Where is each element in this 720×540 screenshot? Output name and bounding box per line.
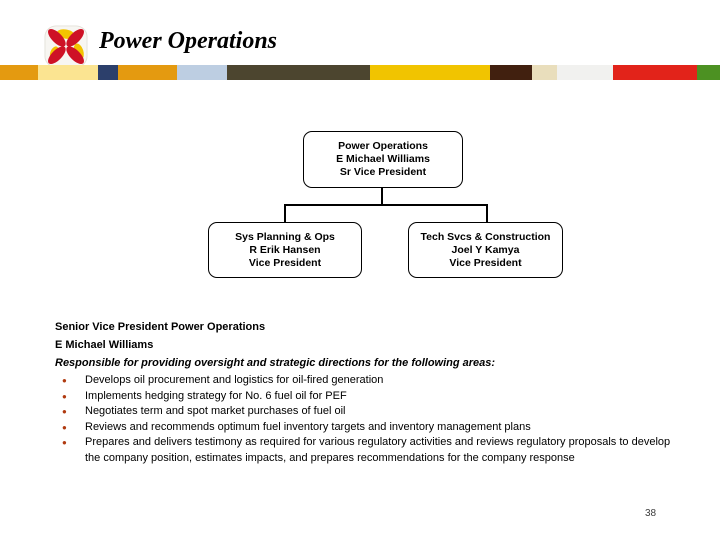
org-box-right-child: Tech Svcs & Construction Joel Y Kamya Vi… — [408, 222, 563, 278]
stripe-segment — [0, 65, 38, 80]
stripe-segment — [697, 65, 720, 80]
connector-right-vertical — [486, 205, 488, 223]
bullet-text: Reviews and recommends optimum fuel inve… — [85, 420, 531, 433]
stripe-segment — [557, 65, 613, 80]
stripe-segment — [532, 65, 557, 80]
description-intro: Responsible for providing oversight and … — [55, 357, 496, 369]
org-box-role: Sr Vice President — [339, 166, 427, 178]
org-box-left-child: Sys Planning & Ops R Erik Hansen Vice Pr… — [208, 222, 362, 278]
stripe-segment — [490, 65, 532, 80]
org-box-person: R Erik Hansen — [249, 243, 321, 256]
bullet-item: ● Negotiates term and spot market purchas… — [55, 404, 677, 420]
bullet-text: Implements hedging strategy for No. 6 fu… — [85, 389, 347, 402]
responsibility-list: ● Develops oil procurement and logistics … — [55, 373, 677, 466]
bullet-item: ● Develops oil procurement and logistics … — [55, 373, 677, 389]
bullet-text: Negotiates term and spot market purchase… — [85, 405, 346, 417]
org-box-title: Power Operations — [338, 140, 428, 152]
accent-stripe — [0, 65, 720, 80]
org-box-title: Sys Planning & Ops — [235, 230, 335, 243]
bullet-icon: ● — [62, 422, 67, 432]
description-person-name: E Michael Williams — [55, 339, 154, 351]
description-heading: Senior Vice President Power Operations — [55, 321, 266, 333]
bullet-icon: ● — [62, 407, 67, 416]
connector-horizontal — [284, 204, 488, 206]
connector-left-vertical — [284, 205, 286, 223]
bullet-icon: ● — [62, 376, 67, 385]
org-box-role: Vice President — [248, 256, 322, 269]
bullet-icon: ● — [62, 391, 67, 401]
bullet-item: ● Implements hedging strategy for No. 6 f… — [55, 389, 677, 405]
stripe-segment — [38, 65, 98, 80]
slide-title: Power Operations — [99, 28, 278, 54]
stripe-segment — [118, 65, 177, 80]
stripe-segment — [227, 65, 370, 80]
org-box-person: E Michael Williams — [336, 153, 430, 165]
bullet-text: Develops oil procurement and logistics f… — [85, 374, 384, 386]
org-box-person: Joel Y Kamya — [451, 243, 520, 256]
page-number: 38 — [645, 508, 657, 519]
bullet-text: Prepares and delivers testimony as requi… — [85, 436, 671, 464]
bullet-item: ● Prepares and delivers testimony as requ… — [55, 435, 677, 466]
stripe-segment — [177, 65, 227, 80]
org-box-root: Power Operations E Michael Williams Sr V… — [303, 131, 463, 188]
description-block: Senior Vice President Power Operations E… — [55, 318, 677, 466]
bullet-item: ● Reviews and recommends optimum fuel inv… — [55, 420, 677, 436]
connector-root-vertical — [381, 188, 383, 205]
progress-energy-logo-icon — [44, 25, 88, 68]
stripe-segment — [98, 65, 118, 80]
org-box-role: Vice President — [449, 256, 522, 269]
org-box-title: Tech Svcs & Construction — [420, 230, 551, 243]
stripe-segment — [613, 65, 697, 80]
bullet-icon: ● — [62, 438, 67, 447]
stripe-segment — [370, 65, 490, 80]
